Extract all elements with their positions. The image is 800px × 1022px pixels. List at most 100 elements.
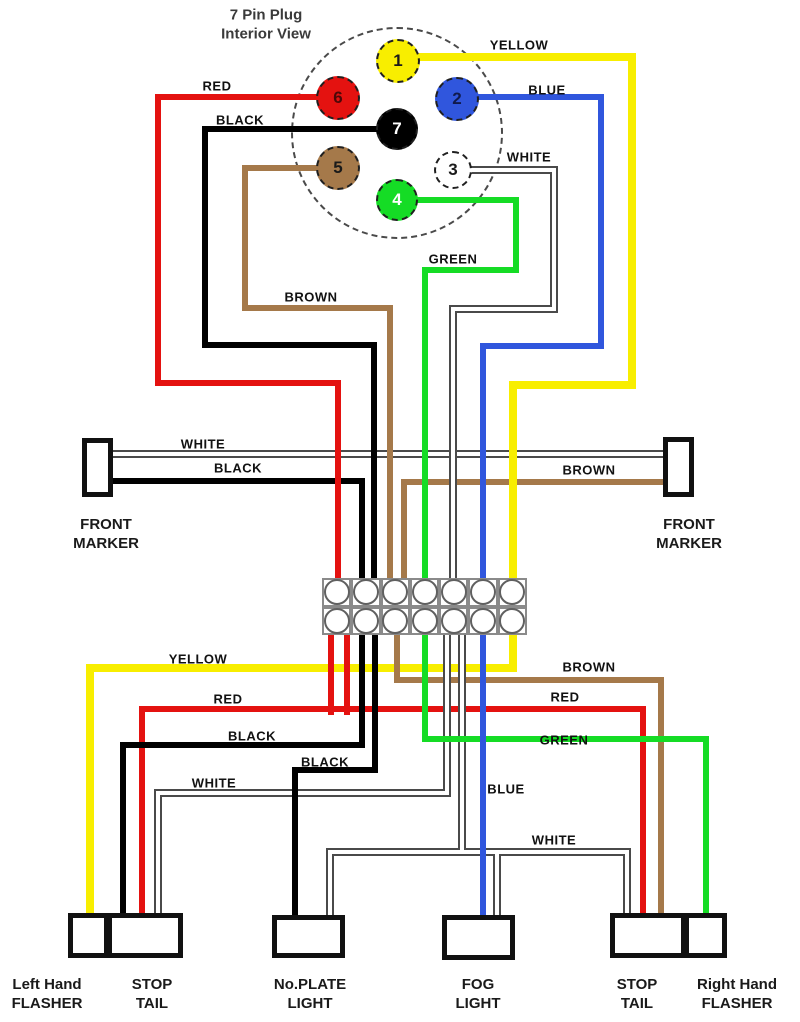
wire-yellow-pin1-feed	[396, 53, 636, 61]
fog-light-box	[442, 915, 515, 960]
wire-white-bottom-bus	[328, 850, 332, 917]
terminal-contact	[470, 607, 497, 634]
right-stoptail-box	[610, 913, 686, 958]
terminal-contact	[440, 607, 467, 634]
wire-label-red-16: RED	[550, 689, 580, 705]
wire-label-black-13: BLACK	[301, 754, 349, 770]
wire-label-black-8: BLACK	[214, 460, 262, 476]
wire-white-left-stoptail	[445, 631, 449, 795]
terminal-contact	[411, 607, 438, 634]
wire-white-bottom-bus	[460, 631, 464, 854]
plug-pin-3: 3	[434, 151, 472, 189]
wire-label-white-4: WHITE	[506, 149, 552, 165]
terminal-contact	[411, 579, 438, 606]
wire-blue-pin2-feed	[598, 94, 604, 349]
terminal-cell	[322, 606, 352, 635]
wire-red-stoptail-bus	[328, 630, 334, 715]
wire-label-blue-18: BLUE	[487, 781, 525, 797]
wire-yellow-left-flasher	[86, 664, 94, 919]
wire-brown-right-stoptail	[394, 677, 664, 683]
terminal-contact	[499, 607, 526, 634]
plug-pin-2: 2	[435, 77, 479, 121]
plug-outline-circle	[291, 27, 503, 239]
wire-green-pin4-feed	[394, 197, 519, 203]
wire-black-left-stoptail	[120, 742, 365, 748]
terminal-cell	[468, 578, 498, 607]
wire-brown-right-stoptail	[394, 630, 400, 683]
wire-black-noplate	[292, 767, 378, 773]
wire-brown-pin5-feed	[242, 305, 393, 311]
wire-white-pin3-feed	[453, 168, 556, 172]
wire-green-right-flasher	[422, 630, 428, 742]
wire-green-right-flasher	[422, 736, 709, 742]
wire-label-white-7: WHITE	[180, 436, 226, 452]
wire-red-pin6-feed	[155, 380, 341, 386]
wire-brown-right-stoptail	[658, 677, 664, 918]
wire-blue-pin2-feed	[480, 343, 604, 349]
plug-pin-1: 1	[376, 39, 420, 83]
wire-white-left-stoptail	[156, 791, 160, 917]
terminal-cell	[322, 578, 352, 607]
wire-label-brown-15: BROWN	[562, 659, 616, 675]
wire-label-green-5: GREEN	[428, 251, 478, 267]
wire-red-stoptail-bus	[640, 706, 646, 918]
plug-pin-4: 4	[376, 179, 418, 221]
wire-label-yellow-10: YELLOW	[168, 651, 228, 667]
wire-brown-pin5-feed	[242, 165, 248, 311]
wire-black-left-stoptail	[359, 630, 365, 748]
wire-green-pin4-feed	[422, 267, 428, 583]
terminal-cell	[439, 606, 469, 635]
terminal-contact	[470, 579, 497, 606]
wire-label-white-14: WHITE	[191, 775, 237, 791]
diagram-title-line1: 7 Pin Plug	[229, 6, 303, 24]
wire-yellow-left-flasher	[509, 629, 517, 672]
plug-pin-5: 5	[316, 146, 360, 190]
wire-yellow-left-flasher	[86, 664, 517, 672]
terminal-contact	[382, 607, 409, 634]
wire-green-pin4-feed	[513, 197, 519, 273]
wire-blue-pin2-feed	[456, 94, 604, 100]
wire-black-noplate	[372, 630, 378, 773]
wire-yellow-pin1-feed	[509, 381, 636, 389]
plug-pin-6: 6	[316, 76, 360, 120]
wire-brown-right-marker-feed	[401, 479, 669, 485]
left-flasher-box	[68, 913, 109, 958]
noplate-light-box	[272, 915, 345, 958]
wire-label-black-1: BLACK	[216, 112, 264, 128]
left-stoptail-box	[107, 913, 183, 958]
terminal-contact	[323, 607, 350, 634]
terminal-cell	[468, 606, 498, 635]
wire-red-pin6-feed	[155, 94, 342, 100]
front-marker-left-box	[82, 438, 113, 497]
wire-black-pin7-feed	[202, 342, 377, 348]
terminal-cell	[497, 606, 527, 635]
wire-label-green-17: GREEN	[539, 732, 589, 748]
wire-black-left-marker-feed	[359, 478, 365, 583]
wire-black-noplate	[292, 767, 298, 920]
wire-black-left-marker-feed	[107, 478, 365, 484]
terminal-contact	[323, 579, 350, 606]
wire-red-pin6-feed	[335, 380, 341, 583]
terminal-cell	[380, 606, 410, 635]
wire-brown-pin5-feed	[242, 165, 342, 171]
wire-black-pin7-feed	[202, 126, 399, 132]
wire-black-left-stoptail	[120, 742, 126, 918]
wire-white-bottom-bus	[495, 853, 499, 917]
wire-red-pin6-feed	[155, 94, 161, 386]
right-flasher-box	[684, 913, 727, 958]
wire-white-bottom-bus	[625, 850, 629, 917]
plug-pin-7: 7	[376, 108, 418, 150]
wire-white-bottom-bus	[328, 850, 629, 854]
wire-white-pin3-feed	[451, 307, 556, 311]
wire-blue-pin2-feed	[480, 343, 486, 583]
wire-blue-fog	[480, 630, 486, 920]
terminal-cell	[409, 578, 440, 607]
wire-red-stoptail-bus	[139, 706, 145, 918]
